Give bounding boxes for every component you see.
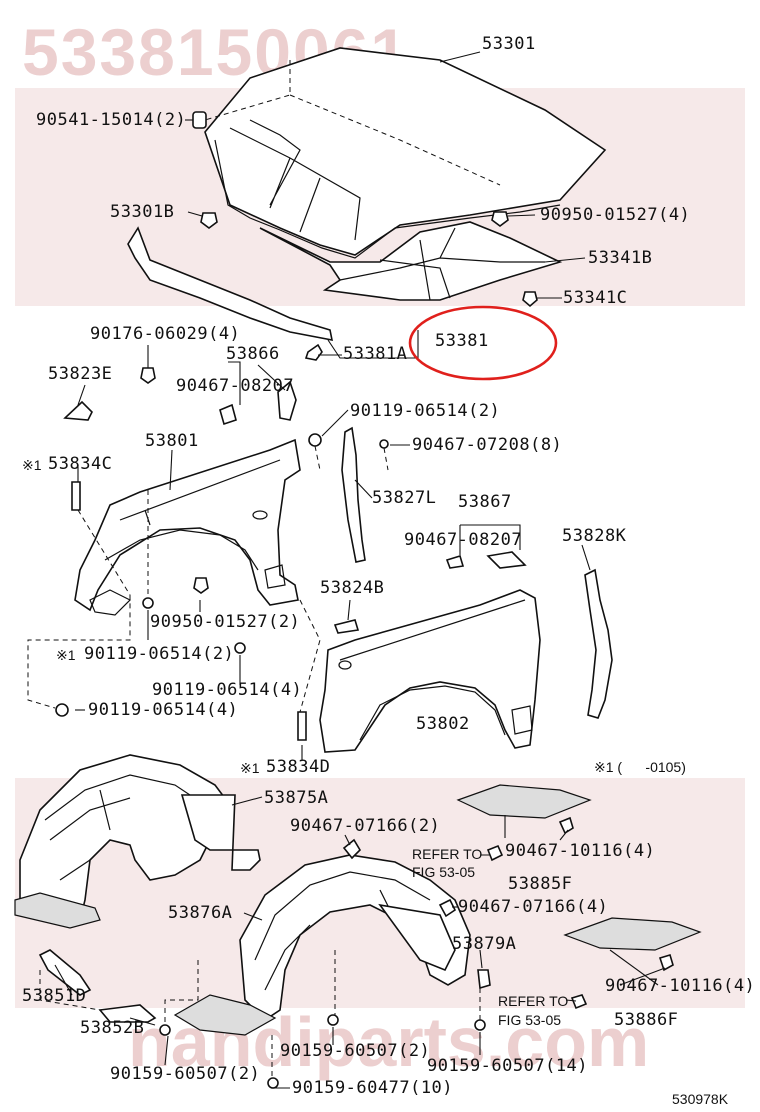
under-cover-53886f <box>563 917 702 951</box>
label-53879a: 53879A <box>452 934 517 954</box>
label-90467-08207a: 90467-08207 <box>176 376 295 396</box>
hood-clip-53341c <box>522 291 538 308</box>
label-90467-07166b: 90467-07166(4) <box>458 897 609 917</box>
label-53301: 53301 <box>482 34 536 54</box>
note-mark-3: ※1 <box>240 760 260 776</box>
bolt-90119-mid <box>142 597 154 609</box>
bracket-53852b <box>98 1004 157 1023</box>
label-90159-60507b: 90159-60507(2) <box>110 1064 261 1084</box>
clip-53381a <box>304 343 323 361</box>
label-53801: 53801 <box>145 431 199 451</box>
refer-a-line1: REFER TO <box>412 846 483 862</box>
clip-90467-10116b <box>658 954 674 972</box>
hood-panel <box>204 47 607 259</box>
screw-90159-60507c <box>474 1019 486 1031</box>
label-90159-60507a: 90159-60507(2) <box>280 1041 431 1061</box>
bolt-90467-07208 <box>379 439 389 449</box>
label-53834c: 53834C <box>48 454 113 474</box>
label-90467-07166a: 90467-07166(2) <box>290 816 441 836</box>
label-53827l: 53827L <box>372 488 437 508</box>
under-cover-53885f <box>456 784 592 819</box>
bracket-53851d <box>38 949 92 996</box>
hood-bumper-90541 <box>192 111 207 129</box>
label-53381: 53381 <box>435 331 489 351</box>
hood-seal <box>127 226 334 342</box>
label-53875a: 53875A <box>264 788 329 808</box>
label-53341c: 53341C <box>563 288 628 308</box>
clip-90176 <box>140 367 156 384</box>
note-mark-2: ※1 <box>56 647 76 663</box>
highlight-circle <box>408 305 558 381</box>
label-53866: 53866 <box>226 344 280 364</box>
hood-clip-90950-top <box>491 211 509 227</box>
label-53828k: 53828K <box>562 526 627 546</box>
label-90950-01527-top: 90950-01527(4) <box>540 205 691 225</box>
screw-90159-60507a <box>159 1024 171 1036</box>
hood-stop-53301b <box>200 212 218 229</box>
leader-lines <box>54 51 666 1089</box>
bolt-90119-top <box>308 433 322 447</box>
refer-a-line2: FIG 53-05 <box>412 864 476 880</box>
label-53802: 53802 <box>416 714 470 734</box>
note-mark-1: ※1 <box>22 457 42 473</box>
right-fender-liner-53876a <box>173 854 471 1036</box>
label-90159-60477: 90159-60477(10) <box>292 1078 454 1098</box>
refer-b-line1: REFER TO <box>498 993 569 1009</box>
bracket-53834c <box>71 481 81 511</box>
seal-53867 <box>486 551 527 569</box>
clip-90467-08207b <box>445 554 465 569</box>
hood-inner-frame <box>259 221 563 301</box>
bolt-90119-mid2 <box>234 642 246 654</box>
label-53886f: 53886F <box>614 1010 679 1030</box>
fender-liner-53828k <box>584 568 613 719</box>
label-90176-06029: 90176-06029(4) <box>90 324 241 344</box>
label-53834d: 53834D <box>266 757 331 777</box>
bracket-53824b <box>333 619 360 634</box>
seal-53866 <box>277 380 297 421</box>
label-90467-10116a: 90467-10116(4) <box>505 841 656 861</box>
label-53381a: 53381A <box>343 344 408 364</box>
label-90119-06514-top: 90119-06514(2) <box>350 401 501 421</box>
assembly-dashes <box>27 445 481 1078</box>
label-90159-60507c: 90159-60507(14) <box>427 1056 589 1076</box>
label-53876a: 53876A <box>168 903 233 923</box>
screw-90159-60507b <box>327 1014 339 1026</box>
clip-90467-10116a <box>558 816 574 835</box>
bracket-53823e <box>63 400 93 421</box>
clip-90950-mid <box>193 577 209 594</box>
screw-90159-60477 <box>267 1077 279 1089</box>
label-53852b: 53852B <box>80 1018 145 1038</box>
right-fender-53802 <box>319 589 541 753</box>
label-53824b: 53824B <box>320 578 385 598</box>
label-90467-08207b: 90467-08207 <box>404 530 523 550</box>
label-53341b: 53341B <box>588 248 653 268</box>
label-53885f: 53885F <box>508 874 573 894</box>
clip-90467-07166b <box>438 898 457 918</box>
label-90119-06514-low: 90119-06514(4) <box>88 700 239 720</box>
label-90119-06514-mid2: 90119-06514(4) <box>152 680 303 700</box>
label-90467-10116b: 90467-10116(4) <box>605 976 756 996</box>
diagram-code: 530978K <box>672 1091 729 1107</box>
left-fender-liner-53875a <box>14 754 261 929</box>
clip-53879a <box>477 969 491 990</box>
bracket-53834d <box>297 711 307 741</box>
clip-refer-a <box>486 844 504 862</box>
refer-b-line2: FIG 53-05 <box>498 1012 562 1028</box>
label-53867: 53867 <box>458 492 512 512</box>
label-53823e: 53823E <box>48 364 113 384</box>
fender-bracket-53827l <box>341 426 366 563</box>
label-90467-07208: 90467-07208(8) <box>412 435 563 455</box>
clip-90467-07166a <box>342 838 362 860</box>
label-90541-15014: 90541-15014(2) <box>36 110 187 130</box>
clip-90467-08207a <box>219 403 237 426</box>
label-53301b: 53301B <box>110 202 175 222</box>
label-53851d: 53851D <box>22 986 87 1006</box>
footnote-range: ※1 ( -0105) <box>594 759 686 775</box>
clip-refer-b <box>570 994 588 1010</box>
label-90950-01527-mid: 90950-01527(2) <box>150 612 301 632</box>
label-90119-06514-mid: 90119-06514(2) <box>84 644 235 664</box>
bolt-90119-low <box>55 703 69 717</box>
